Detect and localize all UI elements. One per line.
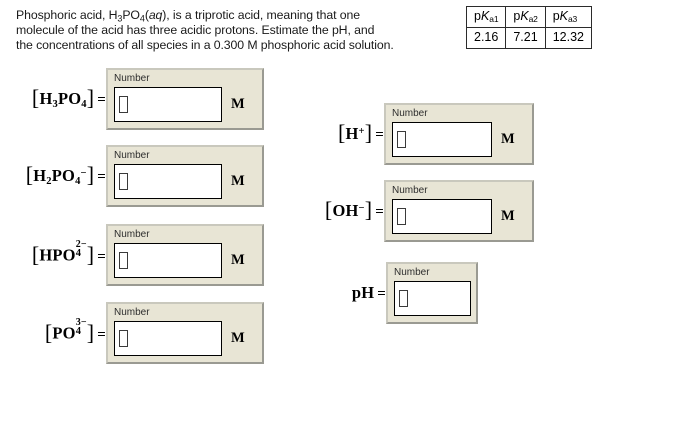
panel-hpo4: Number M bbox=[106, 224, 264, 286]
problem-statement: Phosphoric acid, H3PO4(aq), is a triprot… bbox=[16, 8, 456, 54]
pka-header-row: pKa1 pKa2 pKa3 bbox=[465, 6, 593, 28]
row-h2po4: [H2PO4−]= Number M bbox=[14, 145, 276, 207]
text-cursor-icon bbox=[399, 290, 408, 307]
panel-h-plus: Number M bbox=[384, 103, 534, 165]
pka-table: pKa1 pKa2 pKa3 2.16 7.21 12.32 bbox=[465, 6, 593, 49]
pka3-value: 12.32 bbox=[544, 27, 593, 49]
text-cursor-icon bbox=[119, 252, 128, 269]
pka-value-row: 2.16 7.21 12.32 bbox=[465, 27, 593, 49]
input-h-plus[interactable] bbox=[392, 122, 492, 157]
field-caption: Number bbox=[392, 108, 428, 119]
input-ph[interactable] bbox=[394, 281, 471, 316]
text-cursor-icon bbox=[119, 330, 128, 347]
pka1-header: pKa1 bbox=[465, 6, 507, 28]
field-caption: Number bbox=[392, 185, 428, 196]
text-cursor-icon bbox=[119, 173, 128, 190]
label-ph: pH= bbox=[351, 283, 386, 302]
row-oh-minus: [OH−]= Number M bbox=[310, 180, 548, 242]
panel-h3po4: Number M bbox=[106, 68, 264, 130]
problem-line-3: the concentrations of all species in a 0… bbox=[16, 38, 394, 53]
pka2-value: 7.21 bbox=[505, 27, 546, 49]
label-oh-minus: [OH−]= bbox=[324, 197, 384, 222]
input-h2po4[interactable] bbox=[114, 164, 222, 199]
row-h3po4: [H3PO4]= Number M bbox=[14, 68, 276, 130]
field-caption: Number bbox=[394, 267, 430, 278]
pka3-header: pKa3 bbox=[544, 6, 593, 28]
text-cursor-icon bbox=[397, 131, 406, 148]
row-h-plus: [H+]= Number M bbox=[318, 103, 548, 165]
unit-molar: M bbox=[501, 208, 515, 224]
charge-stack: 3−4 bbox=[75, 317, 87, 337]
field-caption: Number bbox=[114, 307, 150, 318]
pka2-header: pKa2 bbox=[505, 6, 546, 28]
panel-oh-minus: Number M bbox=[384, 180, 534, 242]
input-oh-minus[interactable] bbox=[392, 199, 492, 234]
problem-line-1: Phosphoric acid, H3PO4(aq), is a triprot… bbox=[16, 8, 360, 24]
unit-molar: M bbox=[501, 131, 515, 147]
charge-stack: 2−4 bbox=[75, 239, 87, 259]
field-caption: Number bbox=[114, 229, 150, 240]
row-ph: pH= Number bbox=[330, 262, 520, 324]
text-cursor-icon bbox=[397, 208, 406, 225]
unit-molar: M bbox=[231, 96, 245, 112]
panel-po4: Number M bbox=[106, 302, 264, 364]
input-po4[interactable] bbox=[114, 321, 222, 356]
pka1-value: 2.16 bbox=[465, 27, 507, 49]
field-caption: Number bbox=[114, 73, 150, 84]
input-h3po4[interactable] bbox=[114, 87, 222, 122]
panel-ph: Number bbox=[386, 262, 478, 324]
label-h3po4: [H3PO4]= bbox=[31, 85, 106, 111]
unit-molar: M bbox=[231, 173, 245, 189]
unit-molar: M bbox=[231, 252, 245, 268]
problem-line-2: molecule of the acid has three acidic pr… bbox=[16, 23, 375, 38]
input-hpo4[interactable] bbox=[114, 243, 222, 278]
field-caption: Number bbox=[114, 150, 150, 161]
text-cursor-icon bbox=[119, 96, 128, 113]
panel-h2po4: Number M bbox=[106, 145, 264, 207]
label-h2po4: [H2PO4−]= bbox=[25, 162, 106, 188]
label-h-plus: [H+]= bbox=[337, 120, 384, 145]
unit-molar: M bbox=[231, 330, 245, 346]
